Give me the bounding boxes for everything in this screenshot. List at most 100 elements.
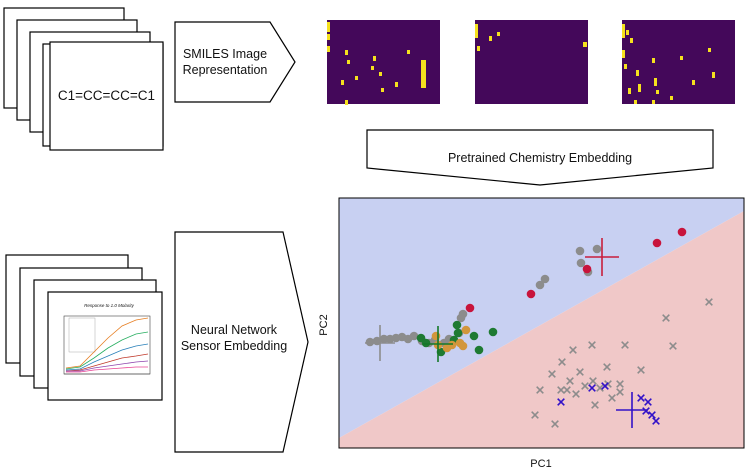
blue-decision-region	[339, 198, 744, 438]
gray-x-marker	[588, 341, 596, 349]
heatmap-cell	[628, 88, 631, 94]
gray-point	[592, 244, 602, 254]
red-decision-region	[339, 211, 744, 448]
gray-x-marker	[536, 386, 544, 394]
pca-scatter-plot	[338, 197, 745, 449]
gray-x-marker	[569, 346, 577, 354]
gray-point	[576, 258, 586, 268]
sensor-doc-card-front	[47, 291, 163, 401]
red-point	[465, 303, 475, 313]
orange-point	[458, 341, 468, 351]
blue-centroid-cross	[616, 392, 648, 428]
heatmap-cell	[654, 78, 657, 86]
green-point	[474, 345, 484, 355]
heatmap-cell	[626, 30, 629, 35]
smiles-document-stack	[3, 7, 164, 151]
gray-x-marker	[572, 390, 580, 398]
orange-point	[447, 340, 457, 350]
heatmap-cell	[712, 72, 715, 78]
gray-x-marker	[608, 394, 616, 402]
gray-point	[458, 309, 468, 319]
gray-x-marker	[589, 377, 597, 385]
x-axis-label: PC1	[530, 458, 552, 470]
chemistry-arrow-label: Pretrained Chemistry Embedding	[447, 151, 633, 165]
pretrained-chemistry-arrow	[366, 129, 714, 186]
smiles-string: C1=CC=CC=C1	[57, 88, 156, 103]
gray-x-marker	[558, 358, 566, 366]
heatmap-cell	[622, 24, 625, 38]
heatmap-cell	[395, 82, 398, 87]
red-point	[677, 227, 687, 237]
heatmap-cell	[407, 50, 410, 54]
heatmap-cell	[497, 32, 500, 36]
gray-x-marker	[563, 386, 571, 394]
heatmap-cell	[624, 64, 627, 69]
heatmap-cell	[652, 100, 655, 104]
heatmap-cell	[475, 24, 478, 38]
heatmap-cell	[630, 38, 633, 43]
gray-x-marker	[705, 298, 713, 306]
heatmap-cell	[680, 56, 683, 60]
heatmap-cell	[477, 46, 480, 51]
heatmap-cell	[583, 42, 587, 47]
gray-x-marker	[603, 363, 611, 371]
gray-x-marker	[566, 377, 574, 385]
blue-x-marker	[652, 417, 660, 425]
red-point	[652, 238, 662, 248]
heatmap-cell	[622, 50, 625, 58]
gray-point	[409, 331, 419, 341]
blue-x-marker	[557, 398, 565, 406]
red-point	[526, 289, 536, 299]
gray-x-marker	[637, 366, 645, 374]
heatmap-cell	[638, 84, 641, 92]
gray-point	[365, 337, 375, 347]
orange-point	[461, 325, 471, 335]
smiles-arrow-label: SMILES Image Representation	[182, 47, 268, 77]
heatmap-cell	[656, 90, 659, 94]
gray-x-marker	[576, 368, 584, 376]
gray-x-marker	[548, 370, 556, 378]
red-point	[582, 264, 592, 274]
blue-x-marker	[588, 384, 596, 392]
heatmap-cell	[692, 80, 695, 85]
heatmap-cell	[355, 76, 358, 80]
gray-point	[540, 274, 550, 284]
blue-x-marker	[648, 411, 656, 419]
heatmap-cell	[379, 72, 382, 76]
green-point	[452, 320, 462, 330]
gray-x-marker	[662, 314, 670, 322]
heatmap-cell	[345, 100, 348, 105]
heatmap-cell	[327, 46, 330, 52]
heatmap-cell	[489, 36, 492, 41]
heatmap-cell	[423, 74, 426, 80]
gray-centroid-cross	[365, 325, 395, 361]
gray-x-marker	[581, 382, 589, 390]
heatmap-cell	[636, 70, 639, 76]
gray-point	[379, 334, 389, 344]
sensor-embedding-arrow	[174, 231, 309, 453]
green-point	[421, 338, 431, 348]
gray-x-marker	[616, 388, 624, 396]
sensor-response-thumbnail	[63, 315, 151, 375]
heatmap-cell	[345, 50, 348, 55]
blue-x-marker	[642, 407, 650, 415]
gray-point	[575, 246, 585, 256]
heatmap-cell	[670, 96, 673, 100]
sensor-document-stack	[5, 254, 163, 401]
heatmap-cell	[347, 60, 350, 64]
smiles-doc-card-front	[49, 41, 164, 151]
blue-x-marker	[637, 394, 645, 402]
heatmap-cell	[373, 56, 376, 61]
blue-x-marker	[601, 382, 609, 390]
heatmap-cell	[652, 58, 655, 63]
heatmap-cell	[634, 100, 637, 104]
blue-x-marker	[644, 398, 652, 406]
gray-x-marker	[596, 384, 604, 392]
gray-x-marker	[551, 420, 559, 428]
centroid-crosses	[365, 238, 648, 428]
gray-x-marker	[669, 342, 677, 350]
heatmap-panel	[475, 20, 588, 104]
heatmap-cell	[327, 34, 330, 40]
thumbnail-legend	[68, 317, 96, 353]
